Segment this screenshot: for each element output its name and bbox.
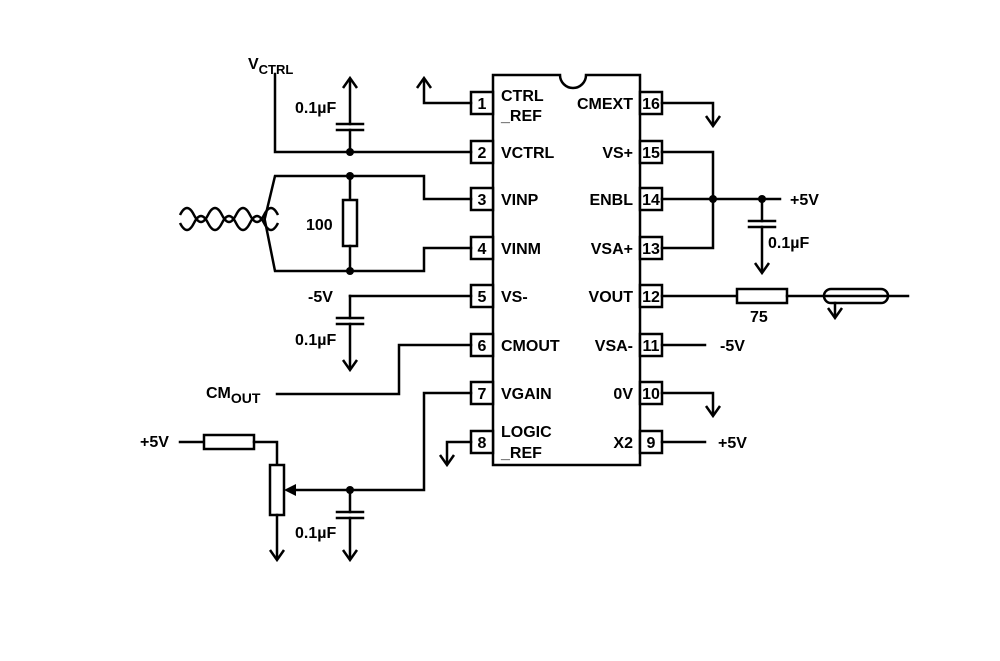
pin-name-10: 0V bbox=[613, 386, 633, 403]
cap-vs-label: 0.1µF bbox=[295, 332, 336, 349]
twisted-pair-icon bbox=[178, 206, 280, 232]
pin-number-9: 9 bbox=[647, 435, 656, 452]
cmout-net: CMOUT bbox=[206, 343, 473, 406]
pin-name-16: CMEXT bbox=[577, 96, 633, 113]
pin-number-7: 7 bbox=[478, 386, 487, 403]
supply-arrow-icon bbox=[341, 75, 359, 89]
pin-name-7: VGAIN bbox=[501, 386, 552, 403]
neg5v-vsa-label: -5V bbox=[720, 338, 745, 355]
resistor-100 bbox=[341, 198, 359, 248]
pin-name-4: VINM bbox=[501, 241, 541, 258]
resistor-75 bbox=[735, 287, 789, 305]
supply-net: +5V 0.1µF bbox=[660, 150, 819, 276]
resistor-100-label: 100 bbox=[306, 217, 333, 234]
vout-net: 75 bbox=[660, 287, 910, 326]
pin-number-3: 3 bbox=[478, 192, 487, 209]
coax-connector-icon bbox=[822, 287, 890, 305]
pos5v-enbl-label: +5V bbox=[790, 192, 819, 209]
vctrl-label: VCTRL bbox=[248, 56, 293, 77]
pin-number-11: 11 bbox=[643, 338, 660, 355]
ground-arrow-icon bbox=[341, 549, 359, 563]
pin-number-8: 8 bbox=[478, 435, 487, 452]
pos5v-x2-label: +5V bbox=[718, 435, 747, 452]
ground-arrow-icon bbox=[268, 549, 286, 563]
pin-number-4: 4 bbox=[478, 241, 487, 258]
ground-arrow-icon bbox=[438, 454, 456, 468]
vs-neg-net: -5V 0.1µF bbox=[295, 289, 473, 373]
cmout-label: CMOUT bbox=[206, 385, 261, 406]
ground-arrow-icon bbox=[341, 359, 359, 373]
ground-arrow-icon bbox=[753, 262, 771, 276]
pin-name-11: VSA- bbox=[595, 338, 633, 355]
pos5v-pot-label: +5V bbox=[140, 434, 169, 451]
pin-name-2: VCTRL bbox=[501, 145, 555, 162]
junction-dot bbox=[709, 195, 717, 203]
vsa-neg-net: -5V bbox=[660, 338, 745, 355]
pin-name-9: X2 bbox=[613, 435, 633, 452]
pin-number-6: 6 bbox=[478, 338, 487, 355]
x2-net: +5V bbox=[660, 435, 747, 452]
pin-name-6: CMOUT bbox=[501, 338, 560, 355]
pin-number-1: 1 bbox=[478, 96, 487, 113]
pin-name-8b: _REF bbox=[500, 445, 542, 462]
wiper-arrow-icon bbox=[284, 484, 296, 496]
cmext-net bbox=[660, 101, 722, 129]
pin-name-14: ENBL bbox=[589, 192, 633, 209]
logic-ref-net bbox=[438, 440, 473, 468]
pin-name-15: VS+ bbox=[602, 145, 633, 162]
ground-arrow-icon bbox=[826, 307, 844, 321]
pin-number-14: 14 bbox=[642, 192, 660, 209]
pin-number-13: 13 bbox=[642, 241, 660, 258]
vctrl-net: VCTRL 0.1µF bbox=[248, 56, 473, 156]
ic-body bbox=[491, 73, 642, 467]
pin-number-16: 16 bbox=[642, 96, 660, 113]
pin-name-12: VOUT bbox=[589, 289, 634, 306]
pin-name-13: VSA+ bbox=[591, 241, 633, 258]
zero-v-net bbox=[660, 391, 722, 419]
ground-arrow-icon bbox=[704, 405, 722, 419]
neg5v-label: -5V bbox=[308, 289, 333, 306]
pin-name-8a: LOGIC bbox=[501, 424, 552, 441]
pin-name-1a: CTRL bbox=[501, 88, 544, 105]
pin-number-15: 15 bbox=[642, 145, 660, 162]
cap-vgain-label: 0.1µF bbox=[295, 525, 336, 542]
pin-number-10: 10 bbox=[642, 386, 660, 403]
pin-name-1b: _REF bbox=[500, 108, 542, 125]
cap-vctrl-label: 0.1µF bbox=[295, 100, 336, 117]
ctrl-ref-net bbox=[415, 75, 473, 105]
vgain-net: +5V 0.1µF bbox=[140, 391, 473, 563]
cap-enbl-label: 0.1µF bbox=[768, 235, 809, 252]
resistor-series bbox=[202, 433, 256, 451]
ground-arrow-icon bbox=[704, 115, 722, 129]
resistor-75-label: 75 bbox=[750, 309, 768, 326]
pin-name-5: VS- bbox=[501, 289, 528, 306]
pin-number-12: 12 bbox=[642, 289, 660, 306]
input-net: 100 bbox=[178, 172, 473, 275]
pin-number-2: 2 bbox=[478, 145, 487, 162]
left-pins: 1 CTRL _REF 2 VCTRL 3 VINP 4 VINM 5 VS- … bbox=[469, 88, 560, 462]
potentiometer bbox=[268, 463, 286, 517]
pin-name-3: VINP bbox=[501, 192, 539, 209]
pin-number-5: 5 bbox=[478, 289, 487, 306]
